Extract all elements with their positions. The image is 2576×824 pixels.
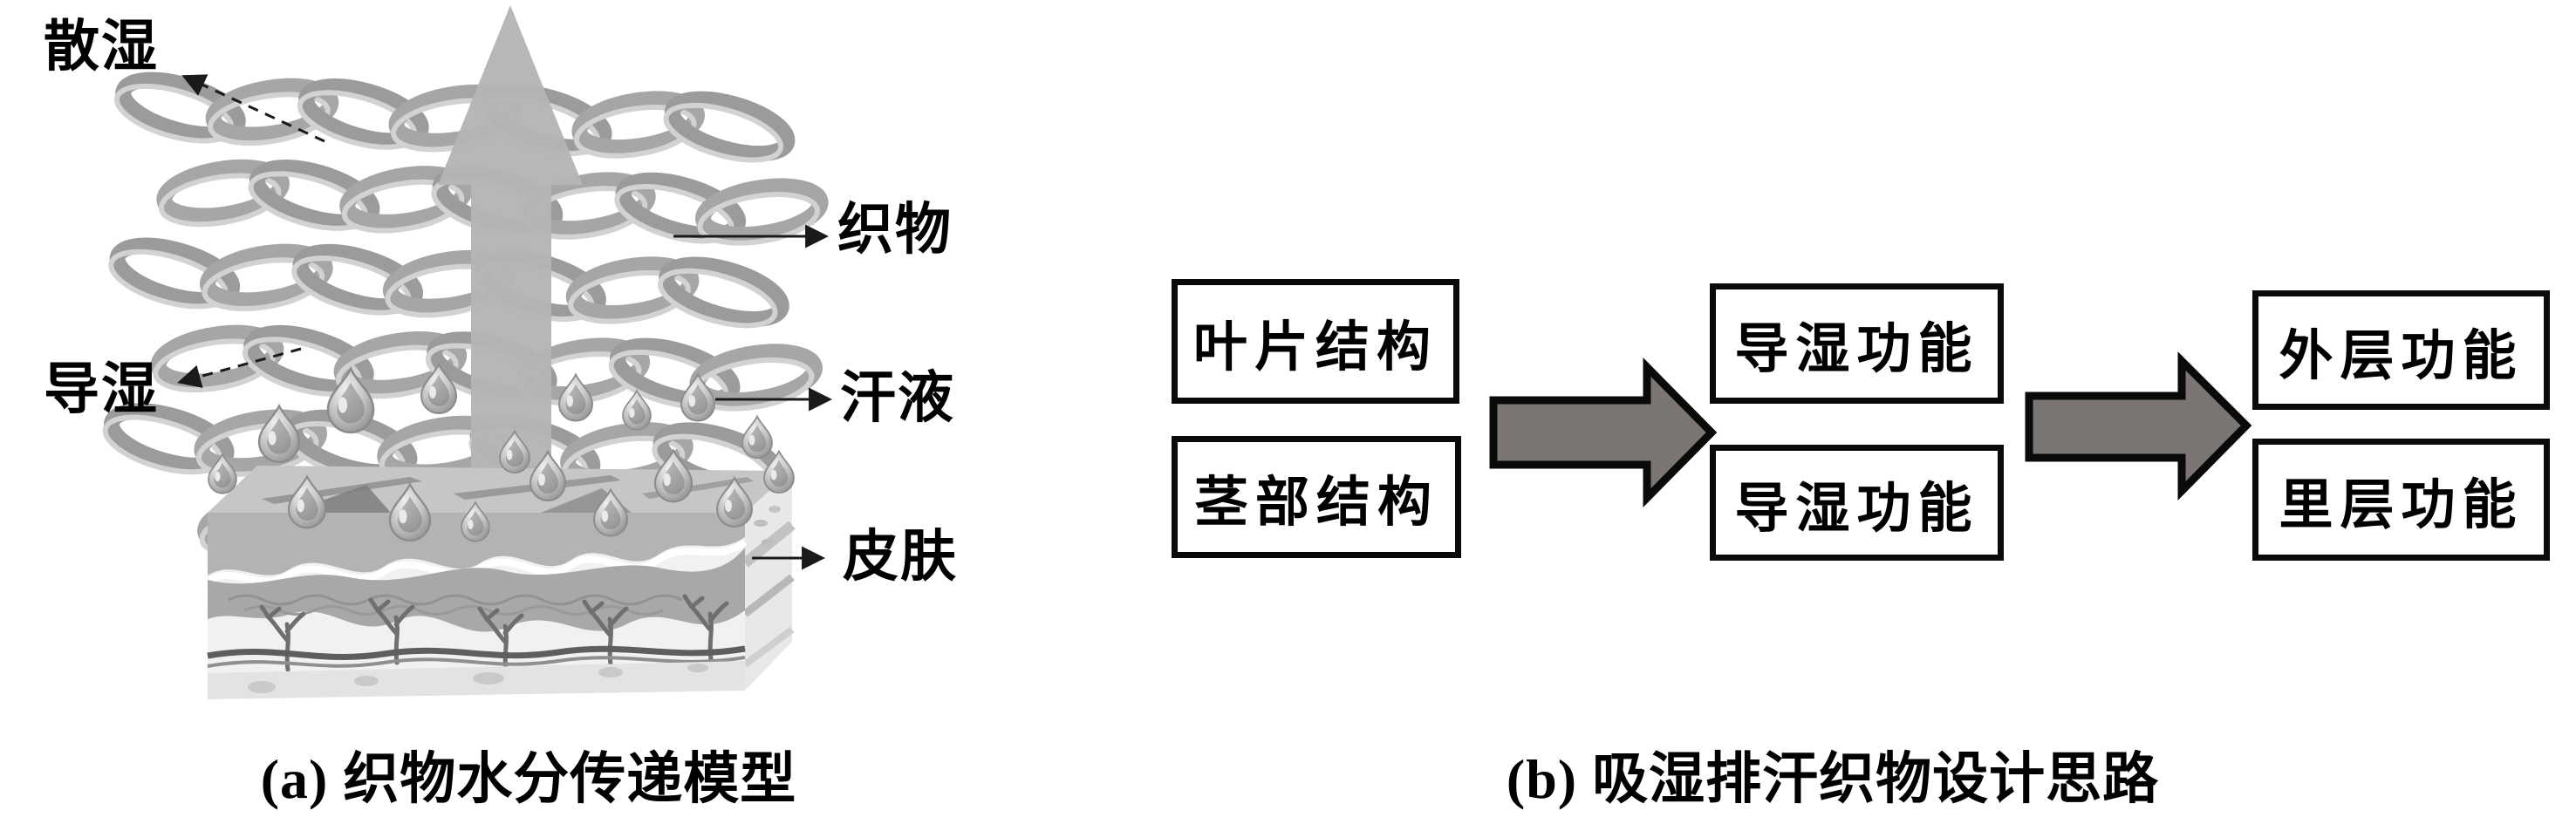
label-fabric: 织物 <box>837 199 953 261</box>
label-moisture-release: 散湿 <box>44 16 159 78</box>
flow-arrow-2 <box>2025 351 2252 501</box>
flow-box-stem-structure: 茎部结构 <box>1172 436 1461 558</box>
panel-b-caption: (b) 吸湿排汗织物设计思路 <box>1506 748 2160 810</box>
flow-box-inner-layer-function: 里层功能 <box>2252 439 2550 561</box>
label-skin: 皮肤 <box>843 526 958 588</box>
flow-box-outer-layer-function: 外层功能 <box>2252 290 2550 410</box>
leader-lines <box>177 74 833 570</box>
flow-box-leaf-structure: 叶片结构 <box>1172 279 1459 404</box>
panel-a-caption: (a) 织物水分传递模型 <box>260 748 797 810</box>
label-sweat: 汗液 <box>840 367 955 429</box>
leader-moisture-release <box>181 74 325 143</box>
flow-arrow-1 <box>1489 358 1718 507</box>
flowchart-arrows <box>1489 351 2252 507</box>
leader-moisture-wicking <box>177 347 302 388</box>
skin-block <box>205 466 796 699</box>
moisture-up-arrow <box>438 5 583 504</box>
label-moisture-wicking: 导湿 <box>44 358 159 420</box>
flow-box-wicking-function-top: 导湿功能 <box>1710 283 2004 404</box>
flow-box-wicking-function-bottom: 导湿功能 <box>1710 445 2004 561</box>
